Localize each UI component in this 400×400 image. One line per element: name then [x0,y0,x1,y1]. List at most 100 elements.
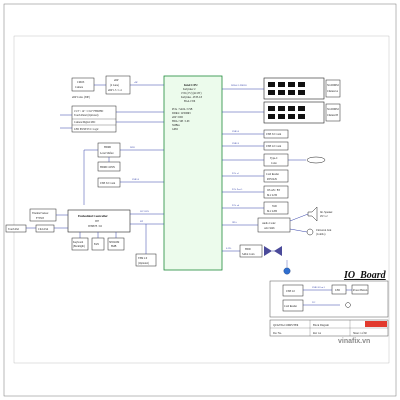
edp-block: eDP (2 Lane) eDP 1.3 / 1.4 [105,75,131,95]
card-reader: Card Reader RTS5229 [263,169,289,183]
usb3-signal-right: USB3.0 [232,131,240,133]
svg-text:Camera/Digital MIC: Camera/Digital MIC [74,121,96,124]
svg-text:HDMI CONN: HDMI CONN [100,166,115,169]
memory-channel-b: Channel B [327,114,338,117]
cpu-line-3: 15W (2+2) (4C/8T) [181,92,202,95]
tpm: TPM 2.0 (Optional) [135,253,157,267]
hdd-connector: HDD SATA Conn [239,244,263,258]
svg-text:Audio Codec: Audio Codec [262,222,277,225]
title-company: QUANTA COMPUTER [273,324,299,327]
click-pad: Click Pad [35,224,55,233]
memory-bus-label: DDR4 / LPDDR3 [231,85,248,87]
usb3-conn-right: USB 3.0 Conn [263,129,289,139]
svg-text:LED: LED [335,289,340,292]
keyboard: Keyboard (Backlight) [71,237,89,251]
svg-text:F75303: F75303 [36,217,45,220]
usb2-signal-right: USB2.0 [232,143,240,145]
memory-slot-a: SO-DIMM [327,84,339,87]
svg-text:USB 3.0 Conn: USB 3.0 Conn [266,133,282,136]
svg-text:M.2 2230: M.2 2230 [267,194,278,197]
title-rev: Rev 1A [313,332,321,335]
edp-conn-label: eDP Conn. (30P) [72,96,90,99]
cpu-line-5: BGA 1356 [184,100,196,103]
svg-text:TPM 2.0: TPM 2.0 [138,257,148,260]
svg-text:(Backlight): (Backlight) [73,245,85,248]
svg-text:Level Shifter: Level Shifter [100,152,114,155]
svg-text:FAN: FAN [94,243,99,246]
sata-signal: SATA [226,247,232,250]
brand-logo [365,321,387,327]
speaker-label: Int. Speaker [320,211,333,214]
svg-text:LED PWM/VCC Logic: LED PWM/VCC Logic [74,128,99,131]
svg-text:(Optional): (Optional) [138,262,149,265]
spi-rom: SPI ROM 8MB [107,237,125,251]
cpu-line-1: Intel CPU [184,83,198,87]
sheet-border [3,3,397,397]
type-c-conn: Type-C Conn [263,153,289,167]
watermark: vinafix.vn [338,338,370,345]
hda-signal: HDA [232,221,237,224]
svg-text:WLAN / BT: WLAN / BT [267,189,281,192]
svg-text:Conn: Conn [271,162,277,165]
inner-frame [13,35,390,364]
io-usb: USB 2.0 [282,284,304,297]
usb-conn-left: USB 3.0 Conn [97,177,121,188]
svg-text:13.3" / 14" / 15.6" FHD/HD: 13.3" / 14" / 15.6" FHD/HD [74,110,103,113]
audio-codec: Audio Codec ALC3246 [257,217,291,233]
title-doc: Doc No. [273,332,282,335]
edp-signal: eDP [134,82,139,84]
svg-text:Touch Panel (Optional): Touch Panel (Optional) [74,114,98,117]
combo-jack-spec: (Combo) [316,233,326,236]
svg-text:(2 Lane): (2 Lane) [110,84,119,87]
embedded-controller: Embedded Controller ITE IT8987E / IO [67,209,131,233]
cpu-pin-6: GPIO [172,128,178,131]
svg-text:SATA Conn: SATA Conn [242,253,255,256]
io-power-button: Power Button [351,284,369,295]
svg-text:CMOS: CMOS [77,81,85,84]
svg-text:eDP 1.3 / 1.4: eDP 1.3 / 1.4 [108,89,122,92]
svg-text:USB 2.0 Conn: USB 2.0 Conn [266,145,282,148]
svg-text:USB 2.0: USB 2.0 [286,290,296,293]
speaker-icon [307,206,318,222]
touch-pad: Touch Pad [5,224,27,233]
svg-text:ALC3246: ALC3246 [264,227,275,230]
wlan-bt: WLAN / BT M.2 2230 [263,185,289,199]
combo-jack-label: Universal Jack [316,229,332,232]
cpu-pin-1: PCIe / SATA / USB [172,108,193,111]
touch-panel-block: 13.3" / 14" / 15.6" FHD/HD Touch Panel (… [71,105,117,133]
svg-text:Type-C: Type-C [270,157,278,160]
memory-channel-a: Channel A [327,90,338,93]
power-button-icon [283,267,291,275]
ssd: SSD M.2 2280 [263,201,289,215]
cpu-pin-3: eDP / DDI [172,116,183,119]
cpu-line-4: Kabylake - PCH-LP [181,96,203,99]
svg-text:8MB: 8MB [111,245,117,248]
svg-text:Click Pad: Click Pad [38,228,49,231]
svg-text:SSD: SSD [272,205,277,208]
type-c-port-icon [306,156,326,164]
memory-slot-b: SO-DIMM [327,108,339,111]
hdmi-connector: HDMI CONN [97,161,121,172]
cpu-pin-5: SMBus [172,124,180,127]
pcie-x1-signal: PCIe x1 [232,173,239,175]
io-usb-signal: USB2.0 Port 3 [312,287,326,289]
pcie-x4-signal: PCIe x4 [232,205,240,207]
svg-text:Card Reader: Card Reader [284,305,297,308]
combo-jack-icon [306,228,314,236]
hdmi-level-shifter: HDMI Level Shifter [97,142,121,158]
pcie-port5-signal: PCIe Port 5 [232,189,243,191]
sata-arrow-icon [274,246,282,256]
lpc-label: LPC BUS [140,211,150,213]
cpu-line-2: Kabylake U [183,88,196,91]
title-sheet: Sheet 1 of 60 [353,332,367,335]
spi-label: SPI [140,221,143,223]
io-led-icon [345,302,351,308]
svg-text:SPI ROM: SPI ROM [109,241,120,244]
svg-text:M.2 2280: M.2 2280 [267,210,278,213]
svg-text:Power Button: Power Button [353,289,368,292]
svg-text:Keyboard: Keyboard [73,241,84,244]
svg-text:RTS5229: RTS5229 [267,178,277,181]
cmos-camera: CMOS Camera [71,77,95,92]
